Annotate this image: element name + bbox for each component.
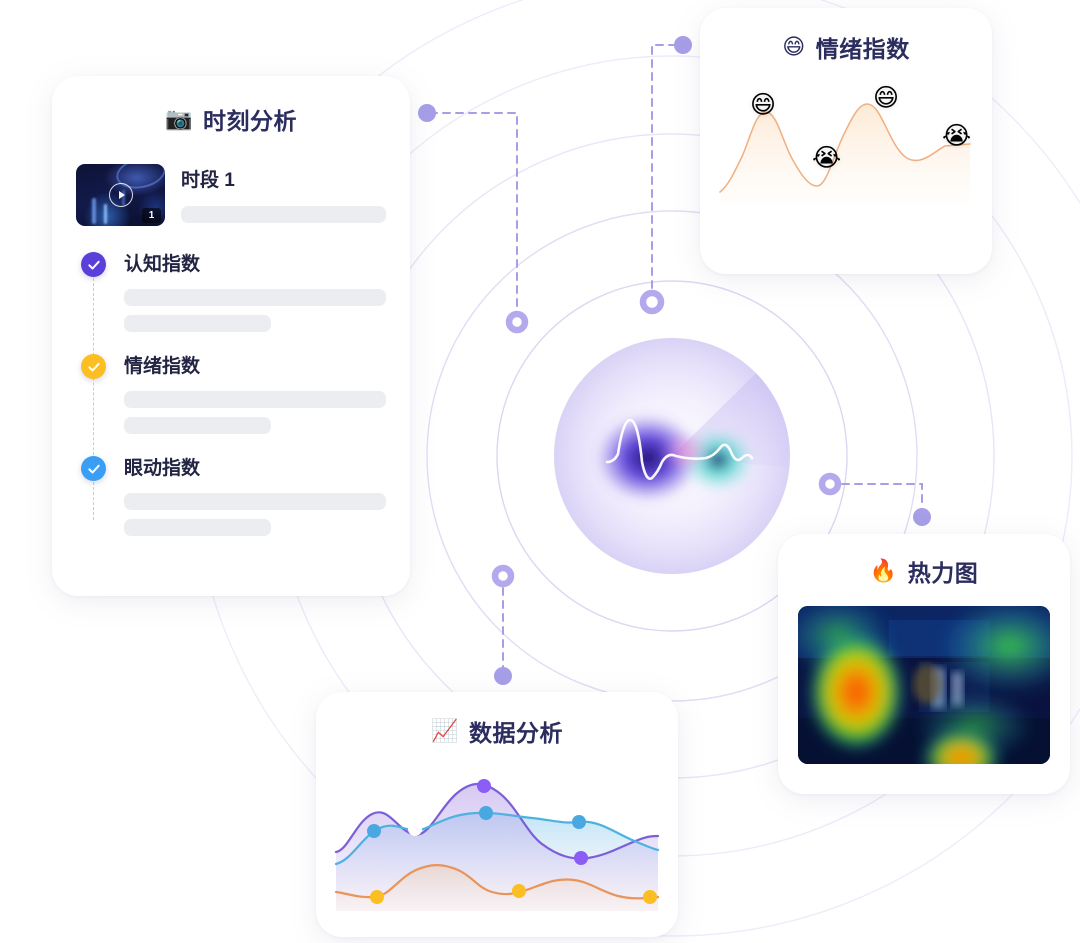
fire-icon: 🔥 (869, 558, 898, 583)
check-icon (81, 456, 106, 481)
heatmap-card-title-text: 热力图 (907, 560, 979, 586)
data-card-title: 📈 数据分析 (336, 714, 658, 748)
series-cognitive-line (334, 782, 660, 860)
waveform-path (605, 418, 754, 480)
endpoint-data (494, 667, 512, 685)
heatmap-card[interactable]: 🔥 热力图 (778, 534, 1070, 794)
emotion-card-title-text: 情绪指数 (815, 36, 910, 62)
endpoint-moment (418, 104, 436, 122)
thumb-decor-streak (104, 204, 107, 224)
endpoint-heatmap (913, 508, 931, 526)
play-icon[interactable] (108, 183, 133, 207)
timeline-axis (93, 268, 94, 520)
node-emotion (639, 289, 665, 315)
central-orb (554, 338, 790, 574)
node-moment (505, 310, 529, 334)
camera-icon: 📷 (165, 106, 193, 131)
check-icon (81, 354, 106, 379)
series-emotion-points (370, 884, 657, 904)
series-cognitive-points (477, 779, 588, 865)
skeleton-bar (124, 289, 386, 306)
skeleton-bar (124, 417, 271, 434)
emotion-card-title: 😄 情绪指数 (720, 30, 972, 64)
crying-face-marker: 😭 (812, 144, 842, 172)
clip-meta: 时段 1 (181, 164, 386, 223)
grinning-face-marker: 😄 (873, 84, 900, 112)
grinning-face-icon: 😄 (782, 34, 806, 59)
moment-card-title: 📷 时刻分析 (76, 102, 386, 136)
thumb-decor-streak (92, 198, 96, 224)
timeline-label: 眼动指数 (124, 458, 201, 479)
chart-increasing-icon: 📈 (431, 718, 459, 743)
timeline-skeletons (124, 289, 386, 332)
timeline-item-cognitive[interactable]: 认知指数 (76, 252, 386, 332)
radar-nodes (491, 289, 842, 588)
timeline-label: 认知指数 (124, 254, 201, 275)
grinning-face-marker: 😄 (750, 91, 777, 119)
connector-emotion (651, 44, 677, 291)
timeline-item-emotion[interactable]: 情绪指数 (76, 354, 386, 434)
series-emotion-line (334, 864, 660, 900)
data-card-title-text: 数据分析 (468, 720, 563, 746)
connector-endpoints (418, 36, 931, 685)
heatmap-card-title: 🔥 热力图 (798, 554, 1050, 588)
moment-analysis-card[interactable]: 📷 时刻分析 1 时段 1 认知指数 (52, 76, 410, 596)
node-heatmap (818, 472, 842, 496)
series-eye-line (334, 811, 660, 866)
connector-moment (429, 112, 518, 311)
timeline-item-eye[interactable]: 眼动指数 (76, 456, 386, 536)
series-eye-points (367, 806, 586, 838)
series-emotion-area (336, 865, 658, 911)
heatmap-image[interactable] (798, 606, 1050, 764)
timeline-skeletons (124, 493, 386, 536)
index-timeline: 认知指数 情绪指数 眼动指数 (76, 252, 386, 536)
moment-card-title-text: 时刻分析 (202, 108, 297, 134)
skeleton-bar (124, 493, 386, 510)
data-analysis-chart (334, 766, 660, 911)
connector-heatmap (841, 483, 923, 508)
skeleton-bar (124, 315, 271, 332)
clip-thumbnail[interactable]: 1 (76, 164, 165, 226)
clip-row[interactable]: 1 时段 1 (76, 164, 386, 226)
emotion-area (720, 104, 971, 206)
clip-skeleton-bar (181, 206, 386, 223)
node-data (491, 564, 515, 588)
clip-title: 时段 1 (181, 170, 235, 191)
clip-index-badge: 1 (142, 208, 161, 223)
skeleton-bar (124, 391, 386, 408)
endpoint-emotion (674, 36, 692, 54)
skeleton-bar (124, 519, 271, 536)
timeline-skeletons (124, 391, 386, 434)
check-icon (81, 252, 106, 277)
emotion-index-card[interactable]: 😄 情绪指数 😄 😭 😄 😭 (700, 8, 992, 274)
timeline-label: 情绪指数 (124, 356, 201, 377)
connector-lines (429, 44, 923, 673)
data-analysis-card[interactable]: 📈 数据分析 (316, 692, 678, 937)
crying-face-marker: 😭 (942, 122, 972, 150)
emotion-line (719, 103, 971, 193)
emotion-index-chart: 😄 😭 😄 😭 (719, 84, 972, 206)
